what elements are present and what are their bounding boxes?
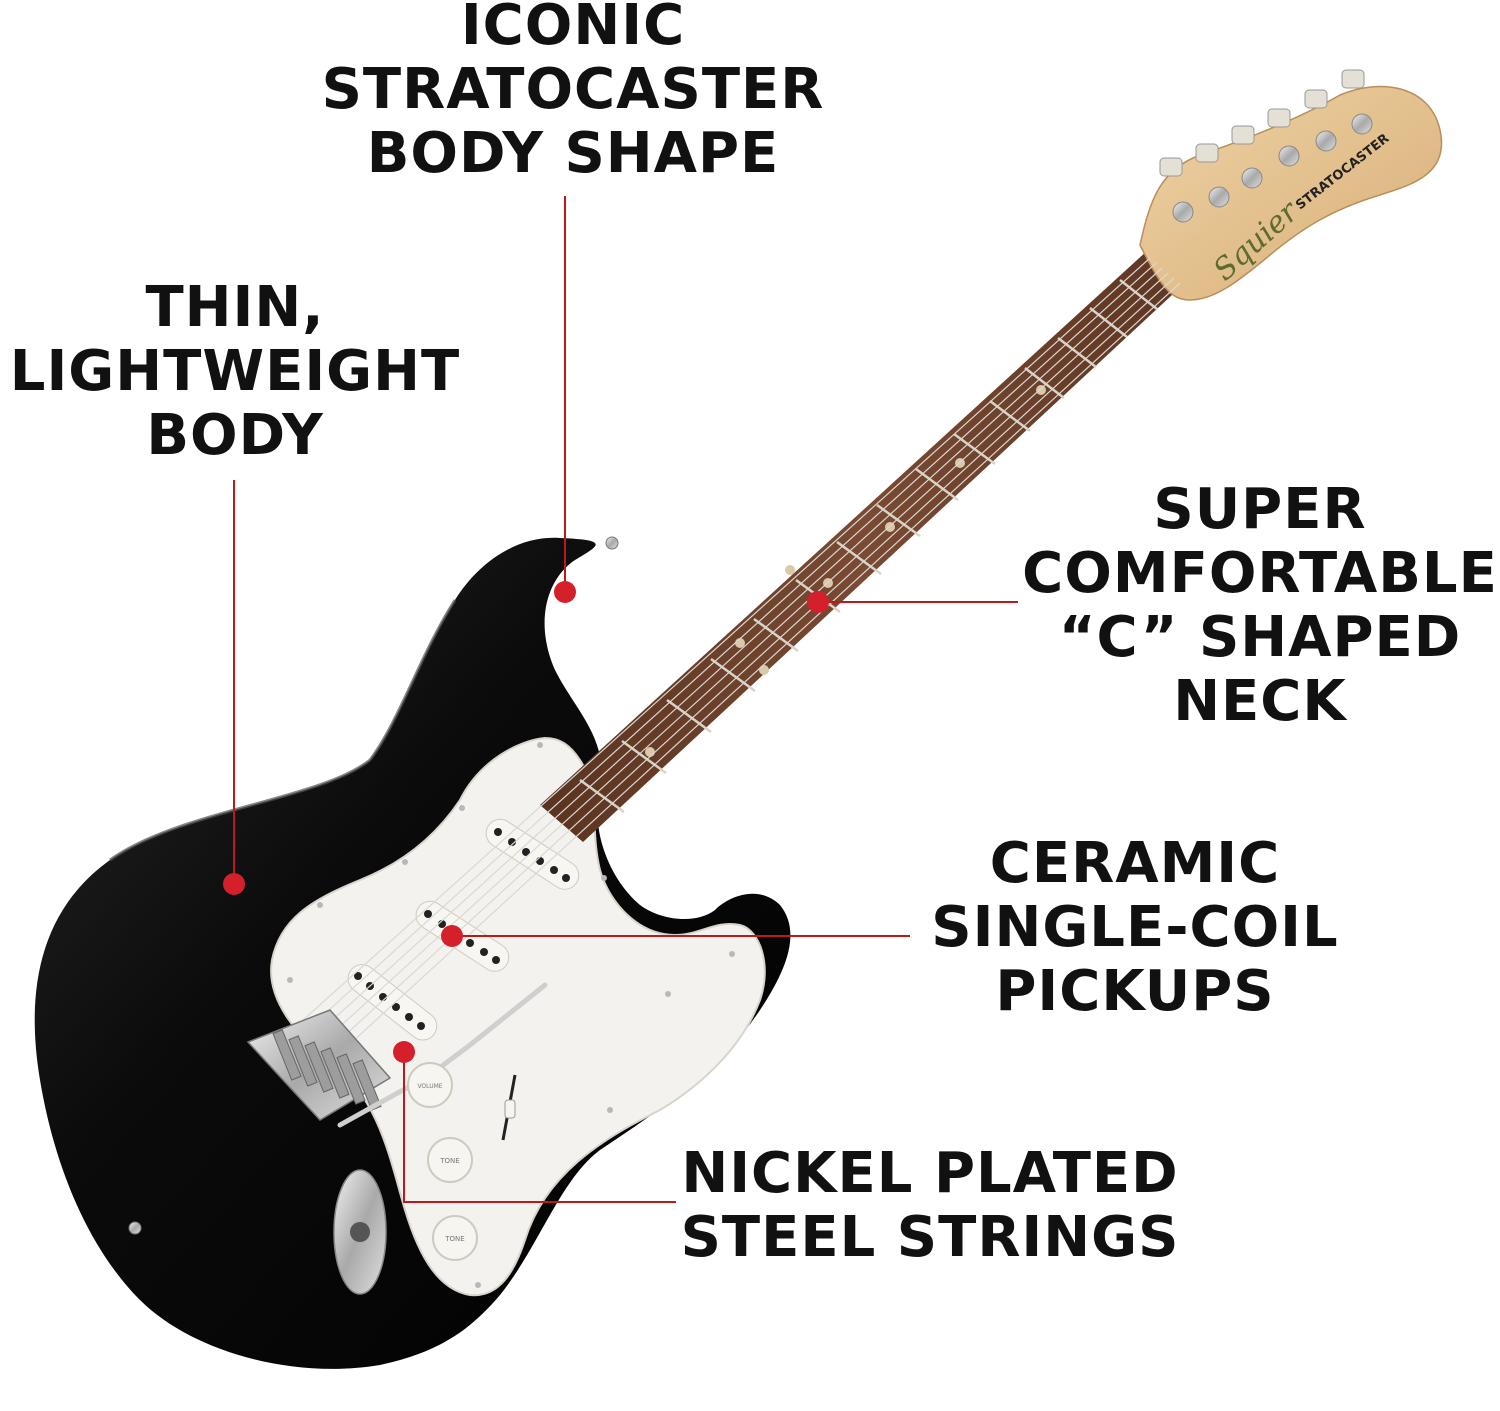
callout-neck-line-1: SUPER <box>1153 477 1367 542</box>
callout-body-shape-line-3: BODY SHAPE <box>366 121 780 186</box>
callout-strings-line-2: STEEL STRINGS <box>680 1205 1180 1270</box>
callout-thin-body-line-2: LIGHTWEIGHT <box>9 339 461 404</box>
bridge <box>246 1009 392 1121</box>
callout-thin-body: THIN, LIGHTWEIGHT BODY <box>0 276 470 468</box>
strings <box>291 257 1181 1066</box>
strap-button-bottom <box>128 1221 142 1235</box>
callout-neck-line-3: “C” SHAPED <box>1058 605 1462 670</box>
callout-neck-line-4: NECK <box>1173 669 1347 734</box>
callout-thin-body-line-1: THIN, <box>145 275 325 340</box>
callout-dot-pickups <box>441 925 463 947</box>
callout-dot-body-shape <box>554 581 576 603</box>
callout-body-shape: ICONIC STRATOCASTER BODY SHAPE <box>318 0 828 186</box>
tone-knob-1-label: TONE <box>439 1157 459 1165</box>
callout-body-shape-line-2: STRATOCASTER <box>321 57 825 122</box>
headstock <box>1139 85 1443 301</box>
callout-strings-line-1: NICKEL PLATED <box>681 1141 1179 1206</box>
callout-body-shape-line-1: ICONIC <box>460 0 686 58</box>
volume-knob-label: VOLUME <box>417 1083 442 1090</box>
tremolo-arm <box>337 982 548 1128</box>
callout-dot-thin-body <box>223 873 245 895</box>
callout-dot-strings <box>393 1041 415 1063</box>
callout-neck-line-2: COMFORTABLE <box>1022 541 1498 606</box>
pickup-selector-switch[interactable] <box>501 1074 517 1141</box>
fretboard <box>540 250 1186 842</box>
pickguard <box>270 736 766 1297</box>
callout-pickups-line-2: SINGLE-COIL <box>931 895 1339 960</box>
tone-knob-2[interactable] <box>432 1215 478 1261</box>
tone-knob-2-label: TONE <box>444 1235 464 1243</box>
callout-pickups: CERAMIC SINGLE-COIL PICKUPS <box>920 832 1350 1024</box>
output-jack <box>333 1169 387 1295</box>
pickguard-screws <box>287 742 735 1288</box>
knobs: VOLUME TONE TONE <box>407 1062 478 1261</box>
callout-dots <box>223 581 829 1063</box>
callout-pickups-line-1: CERAMIC <box>989 831 1281 896</box>
strap-button-top <box>605 536 619 550</box>
callout-pickups-line-3: PICKUPS <box>995 959 1275 1024</box>
callout-strings: NICKEL PLATED STEEL STRINGS <box>680 1142 1180 1270</box>
callout-lines <box>233 196 1018 1203</box>
volume-knob[interactable] <box>407 1062 453 1108</box>
callout-thin-body-line-3: BODY <box>146 403 324 468</box>
tuning-pegs <box>1159 69 1373 223</box>
callout-line-strings <box>403 1052 676 1203</box>
callout-dot-neck <box>807 591 829 613</box>
callout-neck: SUPER COMFORTABLE “C” SHAPED NECK <box>1020 478 1500 734</box>
tone-knob-1[interactable] <box>427 1137 473 1183</box>
fret-markers <box>645 385 1046 757</box>
